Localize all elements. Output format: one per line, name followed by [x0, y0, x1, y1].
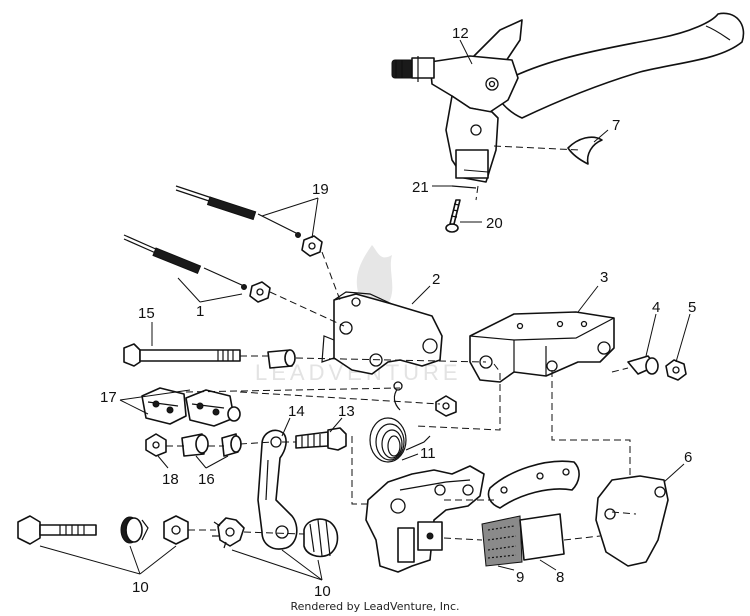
- adjuster-star-wheel: [212, 517, 245, 549]
- callout-17: 17: [100, 389, 117, 406]
- brake-lever-perch: [429, 55, 519, 113]
- caliper-housing: [365, 465, 485, 573]
- callout-14: 14: [288, 403, 305, 420]
- cable-adjuster: [391, 59, 415, 79]
- actuator-arm-14: [257, 429, 298, 550]
- brake-lever-blade: [491, 12, 745, 119]
- brake-cables: [123, 185, 323, 303]
- assembly-lines: [166, 145, 637, 541]
- callout-1: 1: [196, 303, 204, 320]
- callout-21: 21: [412, 179, 429, 196]
- callout-10-right: 10: [314, 583, 331, 600]
- nut-5: [665, 359, 687, 381]
- brake-cam-17: [141, 387, 241, 427]
- return-spring-11: [369, 381, 431, 463]
- spacer-4: [627, 355, 659, 375]
- brake-lever-assembly: [391, 12, 745, 233]
- brake-pad-backing-8: [519, 513, 565, 561]
- callout-6: 6: [684, 449, 692, 466]
- brake-pad-9: [481, 515, 523, 567]
- cable-spring-lower: [152, 247, 202, 275]
- callout-3: 3: [600, 269, 608, 286]
- callout-5: 5: [688, 299, 696, 316]
- callout-11: 11: [420, 445, 436, 462]
- callout-9: 9: [516, 569, 524, 586]
- nut-18: [145, 433, 167, 457]
- cable-nut-1: [249, 281, 271, 303]
- adjuster-knob: [120, 516, 149, 544]
- callout-10-left: 10: [132, 579, 149, 596]
- washer-21: [451, 185, 477, 189]
- callout-16: 16: [198, 471, 215, 488]
- callouts: 12 7 21 20 19 1 2 3 4 5 15 17 14 13 11 6…: [100, 25, 696, 600]
- bolt-15: [123, 343, 241, 367]
- caliper-mount-bracket-2: [321, 291, 443, 375]
- caliper-bracket-6: [595, 475, 669, 567]
- callout-15: 15: [138, 305, 155, 322]
- callout-13: 13: [338, 403, 355, 420]
- cable-spring-upper: [206, 196, 257, 221]
- adjuster-nut: [163, 515, 189, 545]
- caliper-top-bracket-3: [469, 311, 615, 383]
- footer-credit: Rendered by LeadVenture, Inc.: [290, 600, 459, 613]
- callout-19: 19: [312, 181, 329, 198]
- brake-shim: [487, 460, 580, 509]
- bolt-spacer: [267, 349, 296, 369]
- callout-4: 4: [652, 299, 660, 316]
- spacer-16: [181, 433, 242, 457]
- cable-nut-19: [301, 235, 323, 257]
- bolt-nut: [435, 395, 457, 417]
- adjuster-bolt-10: [17, 515, 97, 545]
- callout-8: 8: [556, 569, 564, 586]
- screw-20: [445, 199, 461, 233]
- bolt-13: [295, 427, 347, 451]
- callout-20: 20: [486, 215, 503, 232]
- lever-pivot-cover-7: [567, 136, 603, 165]
- adjuster-screw: [303, 518, 339, 558]
- callout-7: 7: [612, 117, 620, 134]
- leader-lines: [39, 39, 691, 581]
- callout-2: 2: [432, 271, 440, 288]
- callout-18: 18: [162, 471, 179, 488]
- callout-12: 12: [452, 25, 469, 42]
